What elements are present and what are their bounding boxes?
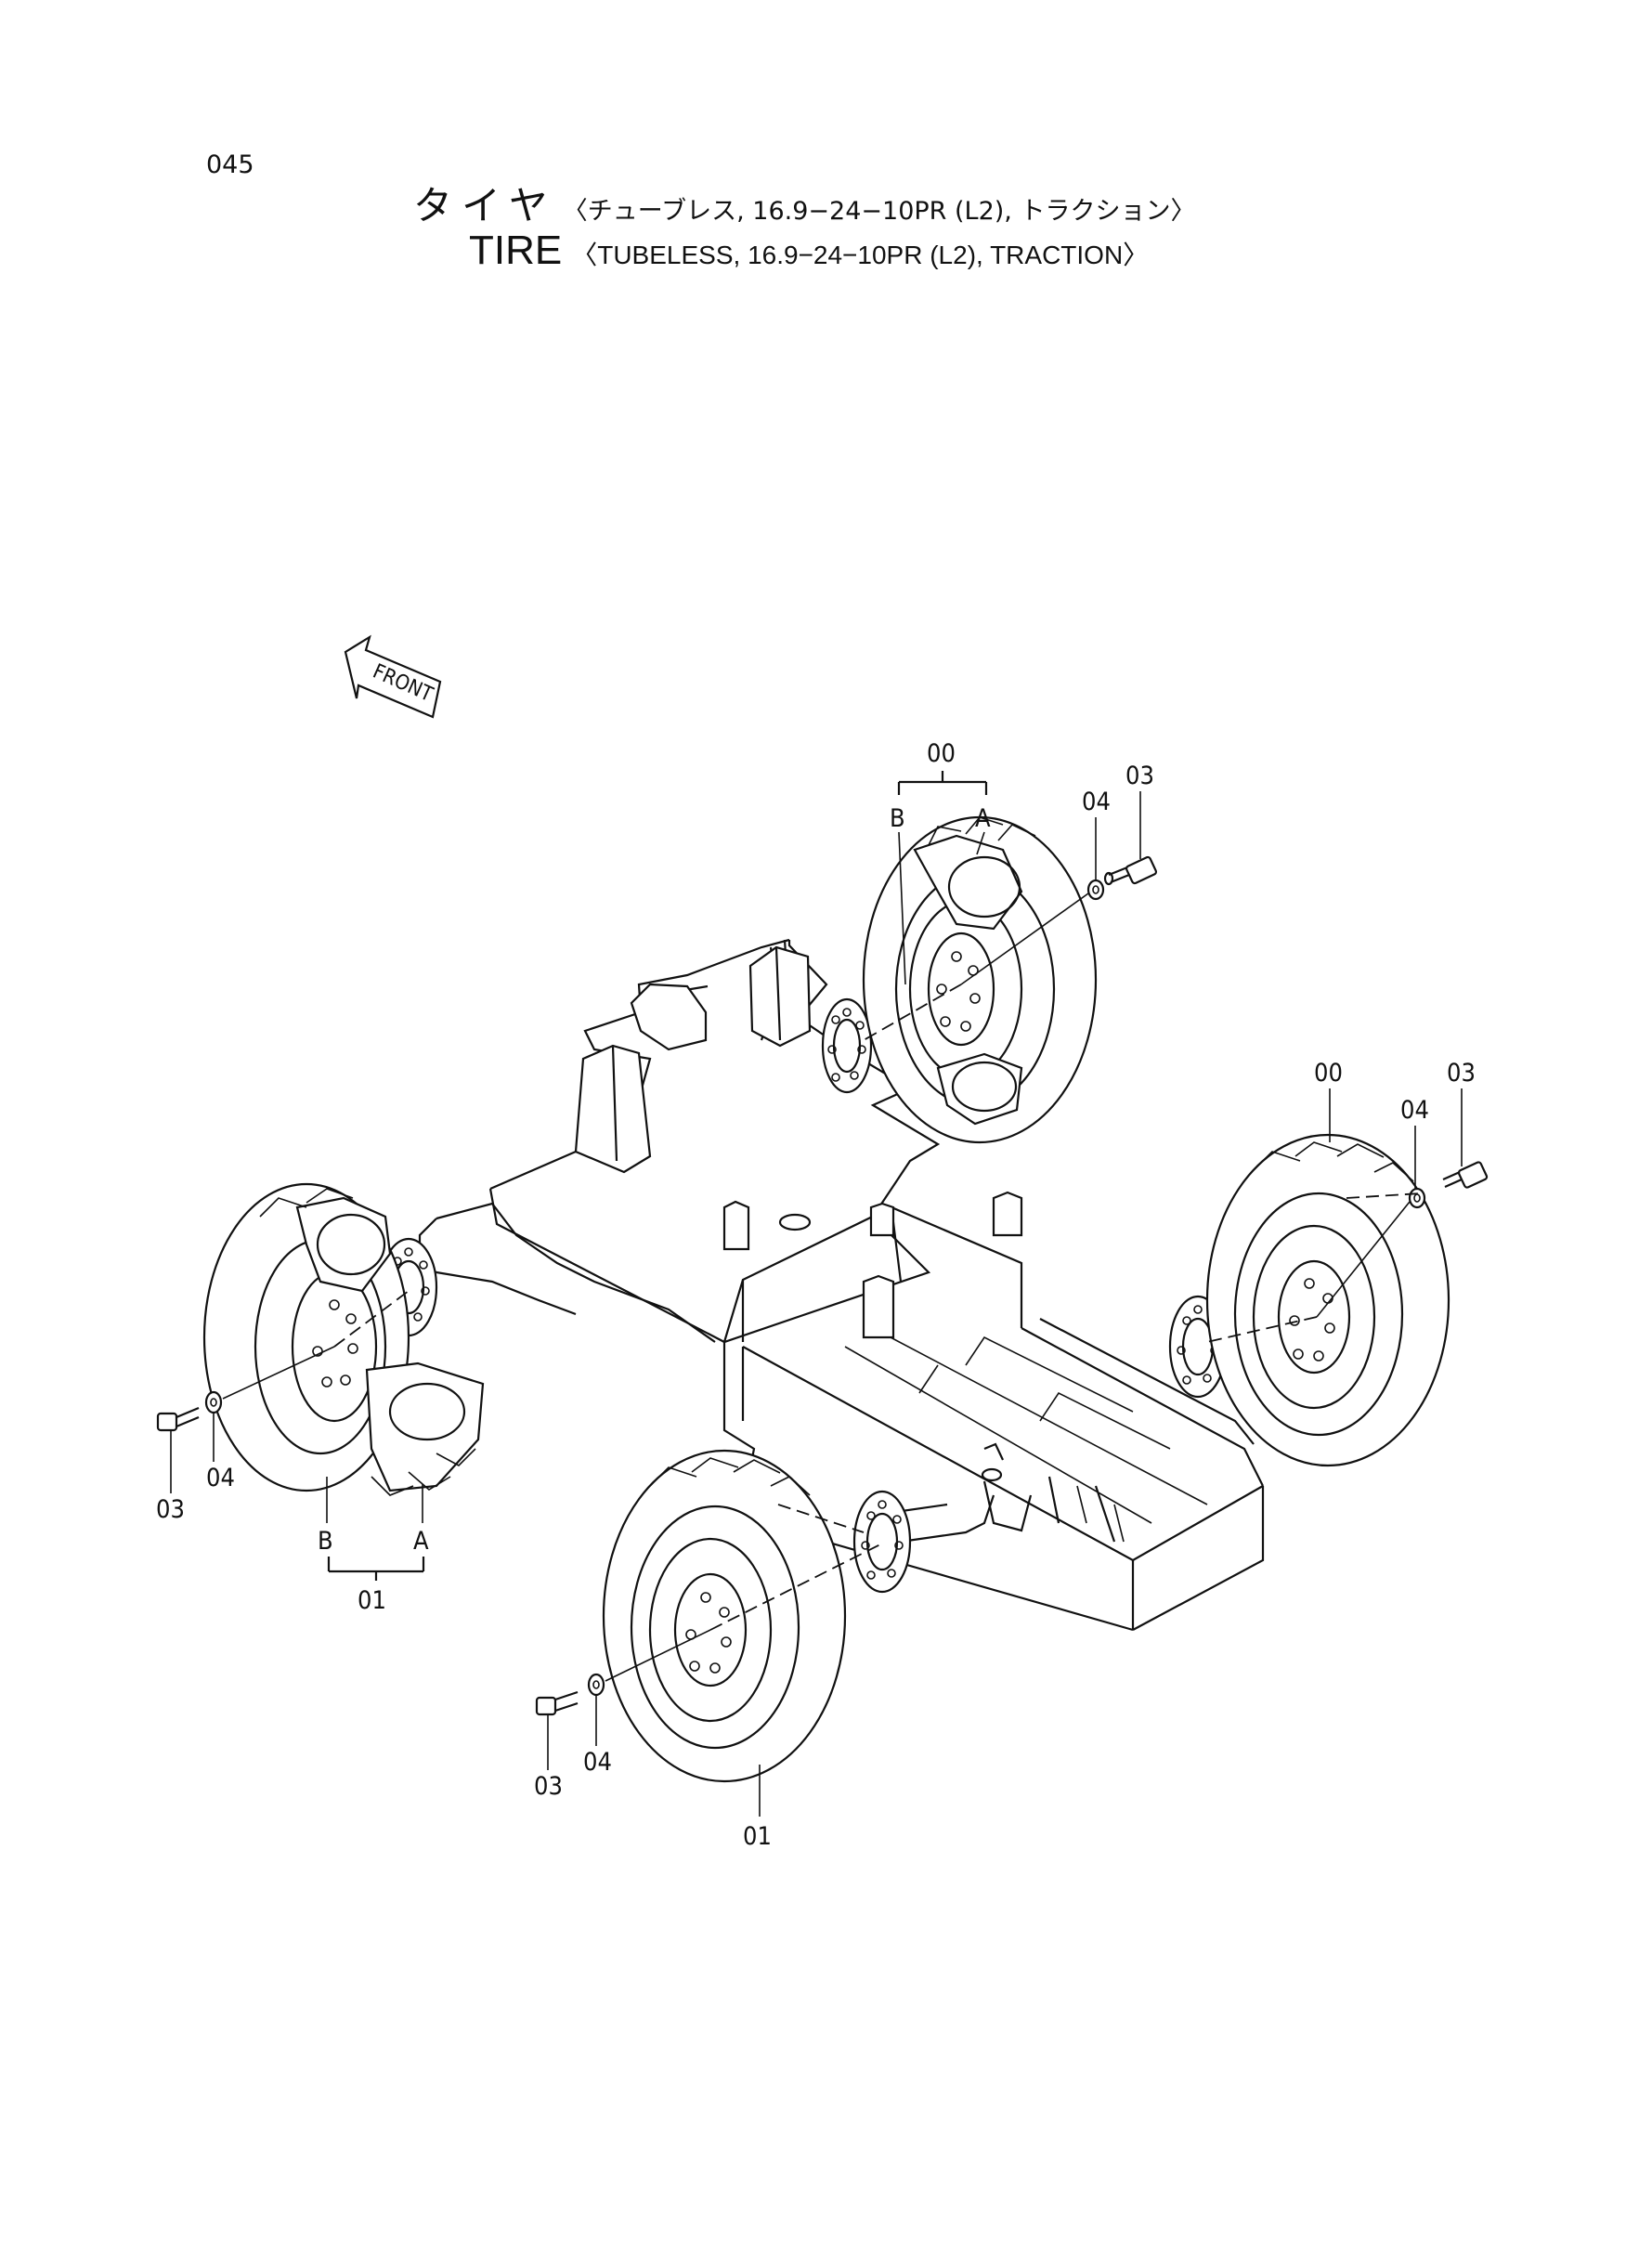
callout-b-rear-left: B (318, 1527, 333, 1556)
washer-04-front-right-icon (1408, 1187, 1426, 1209)
title-english-main: TIRE (469, 228, 563, 273)
tire-front-left (602, 1449, 847, 1783)
callout-front-right: 01 00 04 03 (1314, 1059, 1476, 1189)
title-english-sub: 〈TUBELESS, 16.9−24−10PR (L2), TRACTION〉 (571, 241, 1150, 269)
tire-front-right (1205, 1133, 1450, 1467)
callout-00-front-right-label: 00 (1314, 1059, 1343, 1088)
page-number: 045 (206, 150, 254, 179)
hub-front-left (852, 1490, 995, 1594)
callout-04-rear-right: 04 (1082, 788, 1111, 816)
hub-rear-right (821, 997, 873, 1094)
callout-04-front-left: 04 (583, 1748, 612, 1777)
callout-a-rear-right: A (975, 804, 991, 833)
callout-03-rear-right: 03 (1125, 762, 1154, 790)
assembly-lines (222, 892, 1422, 1682)
title-japanese: タイヤ〈チューブレス, 16.9−24−10PR (L2), トラクション〉 (413, 175, 1195, 231)
callout-04-rear-left: 04 (206, 1464, 235, 1492)
callout-01-front-left: 01 (743, 1822, 772, 1851)
title-english: TIRE 〈TUBELESS, 16.9−24−10PR (L2), TRACTI… (469, 228, 1149, 274)
callout-04-front-right: 04 (1400, 1096, 1429, 1125)
callout-rear-right: 00 B A 04 03 (890, 739, 1154, 985)
callout-rear-left: 03 04 B A 01 (156, 1414, 429, 1615)
title-japanese-sub: 〈チューブレス, 16.9−24−10PR (L2), トラクション〉 (562, 197, 1196, 226)
bolt-03-rear-left-icon (156, 1406, 200, 1432)
washer-04-rear-right-icon (1086, 879, 1105, 901)
washer-04-rear-left-icon (204, 1390, 223, 1414)
tire-rear-left (202, 1182, 485, 1496)
bolt-03-front-right-icon (1442, 1161, 1489, 1189)
callout-03-rear-left: 03 (156, 1495, 185, 1524)
callout-a-rear-left: A (413, 1527, 429, 1556)
title-japanese-main: タイヤ (413, 183, 557, 228)
washer-04-front-left-icon (587, 1673, 605, 1697)
callout-00-rear-right: 00 (927, 739, 956, 768)
callout-03-front-right: 03 (1447, 1059, 1476, 1088)
callout-01-rear-left: 01 (358, 1586, 386, 1615)
callout-front-left: 03 04 01 (534, 1696, 772, 1851)
tire-rear-right (862, 815, 1098, 1144)
callout-b-rear-right: B (890, 804, 905, 833)
bolt-03-front-left-icon (535, 1690, 579, 1716)
front-arrow-icon: FRONT (344, 634, 442, 719)
callout-03-front-left: 03 (534, 1772, 563, 1801)
bolt-03-rear-right-icon (1103, 855, 1158, 886)
